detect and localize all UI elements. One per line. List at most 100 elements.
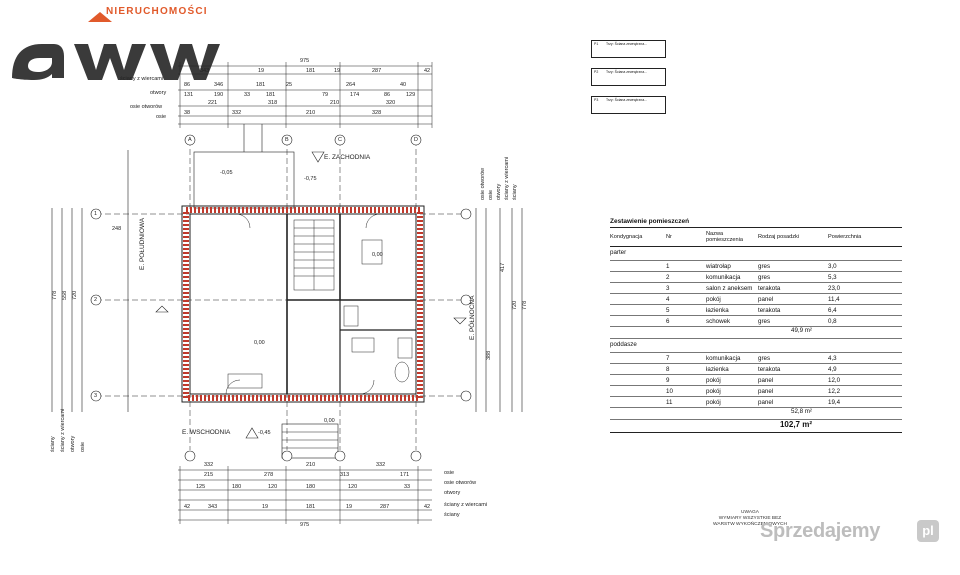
left-side-label: ściany z wiercami <box>60 408 66 452</box>
bottom-side-label: ściany <box>444 512 460 518</box>
dim: 181 <box>306 504 316 510</box>
axis-label-a: A <box>188 137 192 143</box>
bottom-side-label: otwory <box>444 490 461 496</box>
top-total-dim: 975 <box>300 58 310 64</box>
dim: 129 <box>406 92 416 98</box>
total-area: 102,7 m² <box>610 420 902 433</box>
dim: 19 <box>334 68 341 74</box>
dim: 320 <box>386 100 396 106</box>
dim: 174 <box>350 92 360 98</box>
dim: 210 <box>330 100 340 106</box>
dimensions-note: UWAGA WYMIARY WSZYSTKIE BEZ WARSTW WYKOŃ… <box>700 510 800 528</box>
brand-text: NIERUCHOMOŚCI <box>106 6 208 17</box>
right-side-label: osie otworów <box>480 167 486 200</box>
dim: 215 <box>204 472 214 478</box>
dim: 19 <box>346 504 353 510</box>
dim: 287 <box>372 68 382 74</box>
dim: 346 <box>214 82 224 88</box>
axis-label-3: 3 <box>94 393 98 399</box>
dim: 120 <box>268 484 278 490</box>
dim: 221 <box>208 100 218 106</box>
top-side-label: osie <box>156 114 167 120</box>
top-side-label: osie otworów <box>130 104 163 110</box>
header-cell: Powierzchnia <box>828 234 862 240</box>
left-side-label: osie <box>80 441 86 452</box>
bottom-side-label: osie <box>444 470 455 476</box>
elevation-south-label: E. POŁUDNIOWA <box>139 217 146 270</box>
section-label: parter <box>610 247 902 261</box>
note-line: WARSTW WYKOŃCZENIOWYCH <box>713 522 787 527</box>
dim: 19 <box>258 68 265 74</box>
dim: 181 <box>256 82 266 88</box>
dim: 720 <box>72 290 78 300</box>
dim: 278 <box>264 472 274 478</box>
table-title: Zestawienie pomieszczeń <box>610 218 902 228</box>
dim: 210 <box>306 110 316 116</box>
right-side-label: osie <box>488 189 494 200</box>
dim: 42 <box>424 68 431 74</box>
dim: 180 <box>232 484 242 490</box>
level-mark: 0,00 <box>324 418 335 424</box>
dim: 42 <box>184 504 191 510</box>
dim: 171 <box>400 472 410 478</box>
dim: 120 <box>348 484 358 490</box>
company-logo <box>12 12 220 80</box>
dim: 332 <box>376 462 386 468</box>
header-cell: Kondygnacja <box>610 234 643 240</box>
right-side-label: otwory <box>496 183 502 200</box>
dim: 778 <box>522 300 528 310</box>
dim: 287 <box>380 504 390 510</box>
dim: 190 <box>214 92 224 98</box>
watermark-icon: pl <box>917 520 939 542</box>
top-side-label: ściany z wiercami <box>120 76 164 82</box>
right-side-label: ściany <box>512 184 518 200</box>
dim: 778 <box>52 290 58 300</box>
dim: 38 <box>184 110 191 116</box>
bottom-side-label: ściany z wiercami <box>444 502 488 508</box>
bottom-total-dim: 975 <box>300 522 310 528</box>
elevation-north-label: E. PÓŁNOCNA <box>469 295 476 340</box>
dim: 33 <box>244 92 251 98</box>
dim: 79 <box>322 92 329 98</box>
level-mark: -0,75 <box>304 176 317 182</box>
top-side-label: otwory <box>150 90 167 96</box>
axis-label-2: 2 <box>94 297 98 303</box>
dim: 328 <box>372 110 382 116</box>
axis-label-c: C <box>338 137 342 143</box>
floor-plan <box>51 62 523 524</box>
dim: 343 <box>208 504 218 510</box>
dim: 388 <box>486 350 492 360</box>
elevation-east-label: E. WSCHODNIA <box>182 429 231 436</box>
dim: 181 <box>266 92 276 98</box>
dim: 558 <box>62 290 68 300</box>
table-header: Kondygnacja Nr Nazwa pomieszczenia Rodza… <box>610 228 902 247</box>
dim: 125 <box>196 484 206 490</box>
elevation-west-label: E. ZACHODNIA <box>324 154 371 161</box>
dim: 19 <box>262 504 269 510</box>
header-cell: Nr <box>666 234 672 240</box>
dim: 180 <box>306 484 316 490</box>
section-sum: 49,9 m² <box>610 327 902 339</box>
left-side-label: otwory <box>70 435 76 452</box>
dim: 343 <box>200 68 210 74</box>
dim: 318 <box>268 100 278 106</box>
axis-label-d: D <box>414 137 418 143</box>
axis-label-1: 1 <box>94 211 98 217</box>
dim: 25 <box>286 82 293 88</box>
level-mark: -0,45 <box>258 430 271 436</box>
dim: 86 <box>384 92 391 98</box>
dim: 181 <box>306 68 316 74</box>
axis-label-b: B <box>285 137 289 143</box>
dim: 40 <box>400 82 407 88</box>
dim: 332 <box>232 110 242 116</box>
dim: 332 <box>204 462 214 468</box>
